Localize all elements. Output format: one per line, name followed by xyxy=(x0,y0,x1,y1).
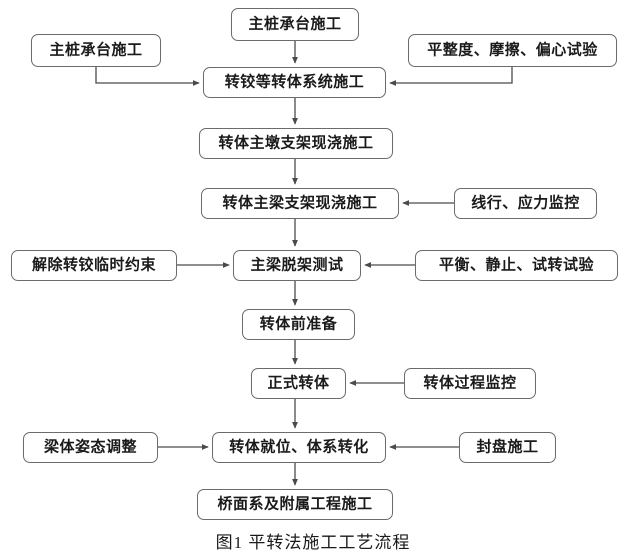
node-seal-construction[interactable]: 封盘施工 xyxy=(459,432,556,463)
node-pile-cap-top[interactable]: 主桩承台施工 xyxy=(231,8,359,41)
node-label: 转体前准备 xyxy=(259,315,338,333)
node-label: 主梁脱架测试 xyxy=(250,256,344,274)
node-main-pier-bracket[interactable]: 转体主墩支架现浇施工 xyxy=(199,128,393,159)
figure-caption: 图1 平转法施工工艺流程 xyxy=(215,533,411,552)
node-label: 转铰等转体系统施工 xyxy=(224,73,365,91)
node-release-restraint[interactable]: 解除转铰临时约束 xyxy=(11,250,177,281)
node-label: 平衡、静止、试转试验 xyxy=(438,256,594,274)
node-label: 转体过程监控 xyxy=(423,374,517,392)
node-label: 转体就位、体系转化 xyxy=(229,438,369,456)
node-deck-ancillary[interactable]: 桥面系及附属工程施工 xyxy=(197,489,393,520)
node-label: 封盘施工 xyxy=(476,438,539,456)
node-label: 平整度、摩擦、偏心试验 xyxy=(427,41,598,59)
node-swivel-system[interactable]: 转铰等转体系统施工 xyxy=(203,67,386,98)
node-label: 解除转铰临时约束 xyxy=(31,256,156,274)
node-flatness-test[interactable]: 平整度、摩擦、偏心试验 xyxy=(408,34,617,67)
node-beam-posture-adjust[interactable]: 梁体姿态调整 xyxy=(23,432,158,463)
connector-left-to-swivel-system xyxy=(95,67,200,86)
node-label: 转体主梁支架现浇施工 xyxy=(222,194,378,212)
node-label: 桥面系及附属工程施工 xyxy=(217,495,373,513)
node-label: 主桩承台施工 xyxy=(248,15,342,33)
node-swivel-in-place[interactable]: 转体就位、体系转化 xyxy=(212,432,386,463)
node-main-beam-bracket[interactable]: 转体主梁支架现浇施工 xyxy=(201,188,399,219)
node-pile-cap-left[interactable]: 主桩承台施工 xyxy=(31,34,161,67)
node-balance-trial-test[interactable]: 平衡、静止、试转试验 xyxy=(415,250,618,281)
node-label: 转体主墩支架现浇施工 xyxy=(218,134,374,152)
node-swivel-monitoring[interactable]: 转体过程监控 xyxy=(404,368,536,399)
node-alignment-stress[interactable]: 线行、应力监控 xyxy=(454,188,597,219)
node-beam-release-test[interactable]: 主梁脱架测试 xyxy=(233,250,361,281)
node-label: 正式转体 xyxy=(267,374,330,392)
node-formal-swivel[interactable]: 正式转体 xyxy=(251,368,346,399)
connector-flatness-to-swivel-system xyxy=(389,67,513,86)
node-label: 梁体姿态调整 xyxy=(43,438,137,456)
node-label: 线行、应力监控 xyxy=(471,194,580,212)
node-pre-swivel-prep[interactable]: 转体前准备 xyxy=(242,309,355,340)
node-label: 主桩承台施工 xyxy=(49,41,143,59)
